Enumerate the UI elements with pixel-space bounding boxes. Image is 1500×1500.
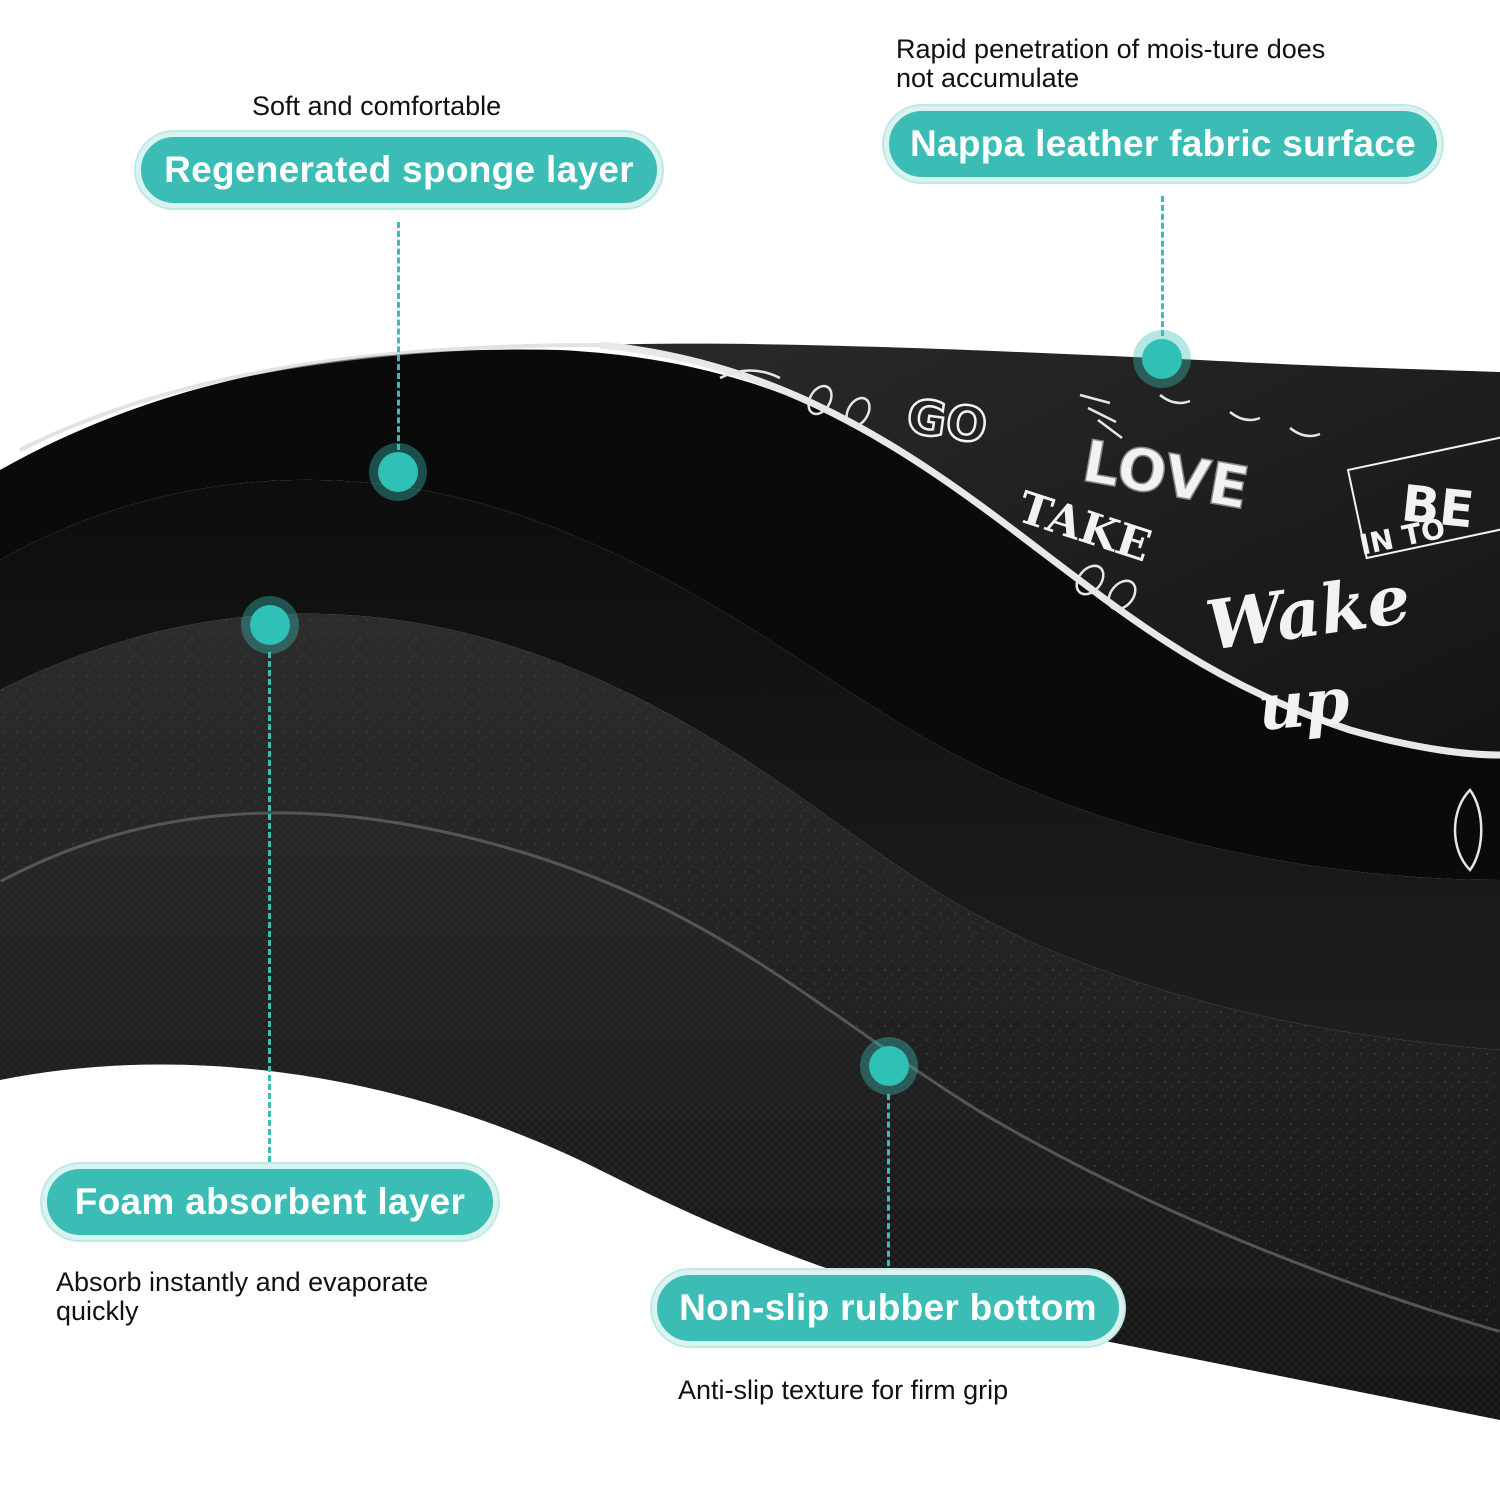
artwork-word-be: BE (1399, 474, 1477, 539)
nappa-leader-line (1161, 196, 1164, 336)
foam-note-line1: Absorb instantly and evaporate (56, 1267, 429, 1297)
rubber-note: Anti-slip texture for firm grip (678, 1375, 1009, 1405)
artwork-word-go: GO (903, 388, 990, 455)
artwork-word-up: up (1255, 663, 1352, 746)
foam-note-line2: quickly (56, 1296, 139, 1326)
nappa-surface-label: Nappa leather fabric surface (884, 106, 1442, 182)
sponge-leader-line (397, 222, 400, 450)
rubber-marker-dot (869, 1046, 909, 1086)
artwork-frame (1346, 435, 1500, 560)
foam-marker-dot (250, 605, 290, 645)
nappa-note: Rapid penetration of mois-ture does not … (896, 35, 1325, 93)
nappa-note-line1: Rapid penetration of mois-ture does (896, 34, 1326, 64)
artwork-doodles (719, 369, 1483, 872)
sponge-note: Soft and comfortable (252, 91, 502, 121)
sponge-layer-label: Regenerated sponge layer (136, 132, 662, 208)
foam-note: Absorb instantly and evaporate quickly (56, 1268, 428, 1326)
rubber-bottom-label: Non-slip rubber bottom (652, 1270, 1124, 1346)
foam-layer-label: Foam absorbent layer (42, 1164, 498, 1240)
nappa-note-line2: not accumulate (896, 63, 1080, 93)
foam-leader-line (268, 652, 271, 1162)
rubber-leader-line (887, 1094, 890, 1266)
nappa-marker-dot (1142, 339, 1182, 379)
sponge-marker-dot (378, 452, 418, 492)
